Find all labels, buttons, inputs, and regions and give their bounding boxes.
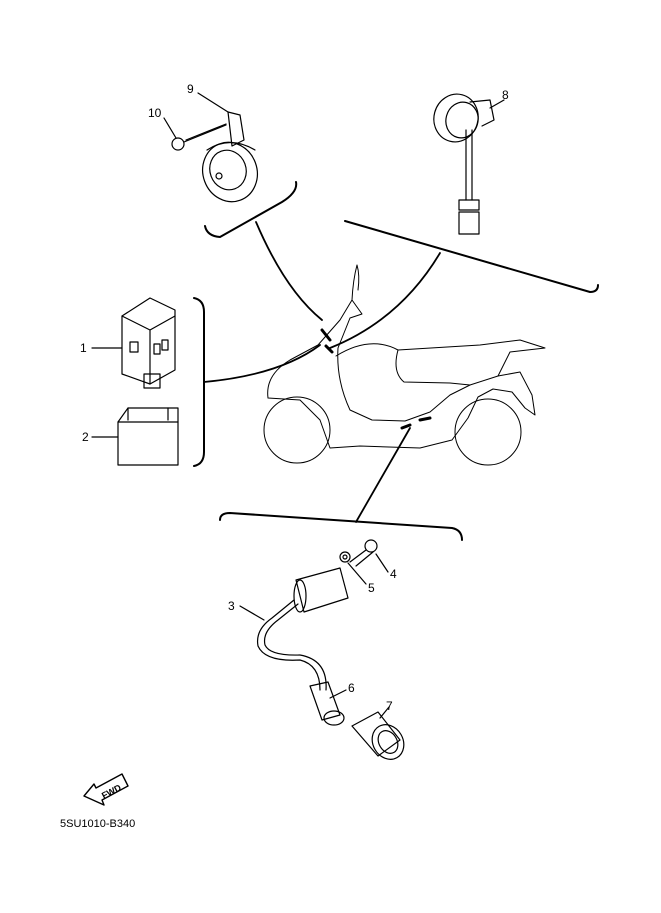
callout-leader-6 bbox=[329, 689, 347, 699]
callout-leader-3 bbox=[239, 605, 265, 621]
leader-sensor bbox=[329, 252, 441, 349]
bracket-relay bbox=[193, 297, 205, 467]
callout-2: 2 bbox=[82, 430, 89, 444]
fwd-label: FWD bbox=[100, 782, 123, 801]
callout-10: 10 bbox=[148, 106, 162, 120]
callout-leader-10 bbox=[163, 117, 177, 139]
ignition-coil-part bbox=[256, 567, 349, 726]
callout-leader-7 bbox=[379, 706, 390, 719]
mount-location-marks bbox=[320, 328, 432, 430]
leader-ignition bbox=[355, 427, 411, 523]
callout-7: 7 bbox=[386, 699, 393, 713]
callout-leader-5 bbox=[347, 562, 367, 585]
washer-part bbox=[339, 551, 351, 563]
fwd-arrow-icon bbox=[83, 773, 129, 806]
callout-leader-8 bbox=[489, 99, 505, 109]
callout-5: 5 bbox=[368, 581, 375, 595]
horn-part bbox=[171, 111, 258, 203]
callout-9: 9 bbox=[187, 82, 194, 96]
callout-1: 1 bbox=[80, 341, 87, 355]
callout-6: 6 bbox=[348, 681, 355, 695]
sensor-part bbox=[433, 93, 495, 235]
callout-leader-9 bbox=[197, 92, 229, 113]
scooter-silhouette bbox=[263, 264, 546, 466]
callout-leader-4 bbox=[375, 553, 389, 573]
bolt-part bbox=[349, 539, 378, 567]
callout-8: 8 bbox=[502, 88, 509, 102]
relay-part bbox=[121, 297, 176, 389]
bracket-horn bbox=[204, 181, 298, 238]
bracket-sensor bbox=[344, 220, 599, 293]
leader-horn bbox=[255, 221, 323, 321]
cover-part bbox=[117, 407, 179, 466]
drawing-code: 5SU1010-B340 bbox=[60, 818, 136, 830]
leader-relay bbox=[203, 344, 321, 383]
callout-3: 3 bbox=[228, 599, 235, 613]
bracket-ignition bbox=[219, 512, 463, 541]
callout-4: 4 bbox=[390, 567, 397, 581]
cap-part bbox=[351, 711, 405, 760]
